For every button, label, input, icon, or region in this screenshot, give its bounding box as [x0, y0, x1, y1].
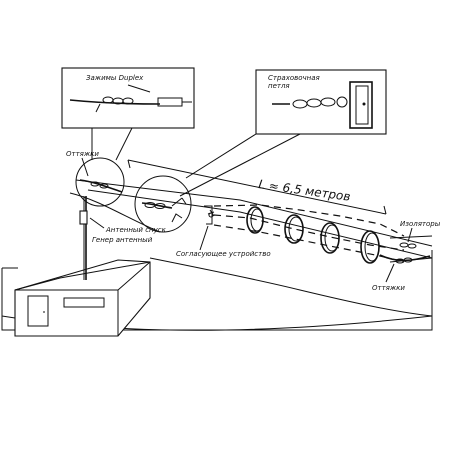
- antenna-coils: [213, 204, 405, 264]
- right-insulators: [379, 235, 433, 264]
- coil-ring-3: [320, 222, 340, 254]
- matching-detail-circle: [134, 175, 192, 233]
- label-safety-loop-1: Страховочная: [268, 74, 320, 82]
- coil-ring-2: [284, 214, 304, 244]
- label-matching-device: Согласующее устройство: [176, 250, 271, 258]
- wheelhouse: [14, 259, 151, 337]
- label-safety-loop-2: петля: [268, 82, 290, 90]
- callout-safety-loop: Страховочная петля: [179, 69, 387, 197]
- label-guys-right: Оттяжки: [372, 284, 405, 292]
- label-guys-left: Оттяжки: [66, 150, 99, 158]
- label-length: L ≈ 6,5 метров: [258, 177, 352, 204]
- cabin-window: [63, 297, 105, 308]
- coil-ring-4: [360, 230, 380, 264]
- label-clamps: Зажимы Duplex: [86, 74, 144, 82]
- label-antenna-lead-2: Генер антенный: [92, 236, 153, 244]
- mast: [79, 196, 88, 280]
- coil-ring-1: [246, 206, 264, 234]
- left-detail-circle: [75, 157, 125, 207]
- callout-duplex-clamps: Зажимы Duplex: [61, 67, 195, 161]
- label-antenna-lead-1: Антенный спуск: [105, 226, 167, 234]
- label-insulators: Изоляторы: [400, 220, 441, 228]
- cabin-door: [27, 295, 49, 327]
- matching-device: [204, 205, 215, 225]
